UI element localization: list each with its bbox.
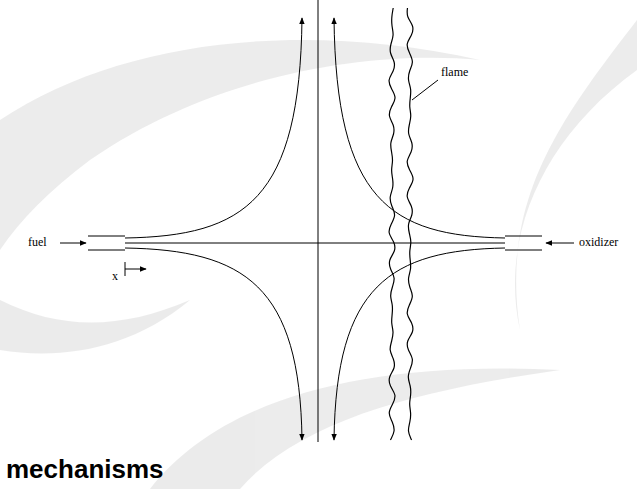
x-direction-arrow: [125, 269, 146, 270]
flame-leader: [412, 80, 438, 100]
streamline: [334, 18, 505, 238]
fuel-label: fuel: [28, 236, 47, 249]
streamline: [125, 248, 302, 440]
oxidizer-label: oxidizer: [579, 236, 618, 249]
flow-lines: [60, 0, 574, 442]
fuel-arrow: [60, 243, 86, 244]
centerline-axis: [125, 243, 505, 244]
slide-heading-fragment: mechanisms: [6, 455, 164, 484]
oxidizer-nozzle: [505, 236, 542, 237]
oxidizer-arrow: [546, 243, 574, 244]
oxidizer-nozzle: [505, 250, 542, 251]
fuel-nozzle: [88, 236, 125, 237]
flame-label: flame: [441, 66, 468, 79]
flame-line: [407, 8, 413, 440]
fuel-nozzle: [88, 250, 125, 251]
streamline: [125, 18, 302, 238]
stagnation-plane-axis: [318, 0, 319, 442]
flame-line: [389, 8, 395, 440]
flame-sheet: [389, 8, 413, 440]
coordinate-label: x: [112, 270, 118, 283]
streamline: [334, 248, 505, 440]
